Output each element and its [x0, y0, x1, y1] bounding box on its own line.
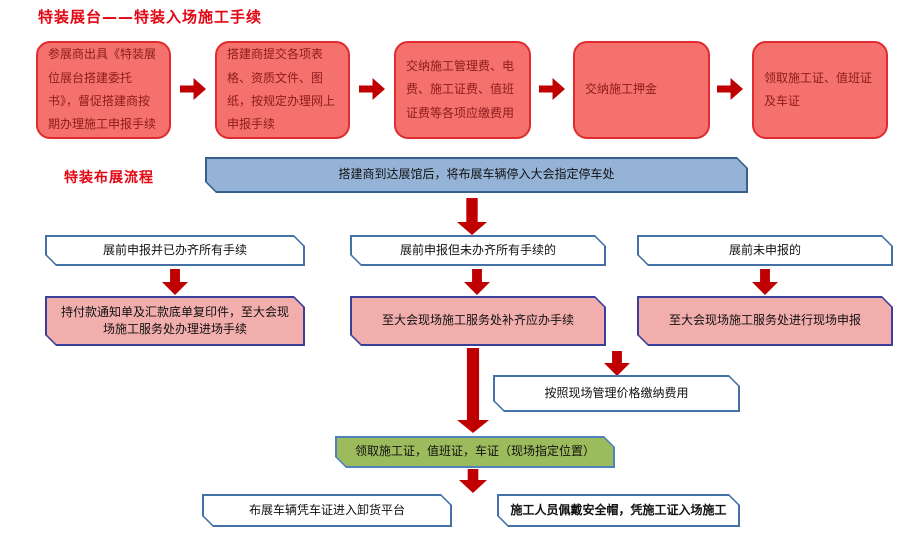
- step-label-4: 交纳施工押金: [585, 82, 658, 97]
- arrow-down-icon-branch-2: [464, 269, 490, 295]
- step-box-1: 参展商出具《特装展位展台搭建委托书》，督促搭建商按期办理施工申报手续: [36, 41, 171, 139]
- branch-action-3: 至大会现场施工服务处进行现场申报: [639, 298, 892, 345]
- step-box-2: 搭建商提交各项表格、资质文件、图纸，按规定办理网上申报手续: [215, 41, 350, 139]
- arrow-right-icon-1: [180, 78, 206, 100]
- arrow-down-icon-branch-1: [162, 269, 188, 295]
- step-label-2: 搭建商提交各项表格、资质文件、图纸，按规定办理网上申报手续: [227, 47, 336, 132]
- construction-entry-box: 施工人员佩戴安全帽，凭施工证入场施工: [497, 494, 740, 527]
- branch-condition-box-3: 展前未申报的: [637, 235, 893, 266]
- branch-action-box-1: 持付款通知单及汇款底单复印件，至大会现场施工服务处办理进场手续: [45, 296, 305, 346]
- onsite-payment-label: 按照现场管理价格缴纳费用: [495, 377, 739, 411]
- arrow-down-icon-main: [457, 198, 487, 235]
- parking-box: 搭建商到达展馆后，将布展车辆停入大会指定停车处: [205, 157, 748, 193]
- branch-condition-1: 展前申报并已办齐所有手续: [47, 237, 304, 265]
- collect-passes-label: 领取施工证，值班证，车证（现场指定位置）: [337, 438, 614, 467]
- step-label-1: 参展商出具《特装展位展台搭建委托书》，督促搭建商按期办理施工申报手续: [48, 47, 157, 132]
- branch-action-1: 持付款通知单及汇款底单复印件，至大会现场施工服务处办理进场手续: [47, 298, 304, 345]
- arrow-down-icon-final: [459, 469, 487, 493]
- unload-box: 布展车辆凭车证进入卸货平台: [202, 494, 452, 527]
- step-box-3: 交纳施工管理费、电费、施工证费、值班证费等各项应缴费用: [394, 41, 531, 139]
- branch-condition-3: 展前未申报的: [639, 237, 892, 265]
- section-label: 特装布展流程: [64, 170, 154, 186]
- arrow-down-icon-payment: [604, 351, 630, 376]
- parking-label: 搭建商到达展馆后，将布展车辆停入大会指定停车处: [207, 159, 747, 192]
- onsite-payment-box: 按照现场管理价格缴纳费用: [493, 375, 740, 412]
- arrow-right-icon-3: [539, 78, 565, 100]
- branch-condition-box-1: 展前申报并已办齐所有手续: [45, 235, 305, 266]
- construction-entry-label: 施工人员佩戴安全帽，凭施工证入场施工: [499, 496, 739, 526]
- unload-label: 布展车辆凭车证进入卸货平台: [204, 496, 451, 526]
- page-title: 特装展台——特装入场施工手续: [38, 8, 263, 26]
- branch-action-box-3: 至大会现场施工服务处进行现场申报: [637, 296, 893, 346]
- branch-action-2: 至大会现场施工服务处补齐应办手续: [352, 298, 605, 345]
- arrow-right-icon-4: [717, 78, 743, 100]
- step-label-3: 交纳施工管理费、电费、施工证费、值班证费等各项应缴费用: [406, 58, 515, 120]
- arrow-right-icon-2: [359, 78, 385, 100]
- arrow-down-icon-branch-3: [752, 269, 778, 295]
- branch-condition-box-2: 展前申报但未办齐所有手续的: [350, 235, 606, 266]
- step-box-4: 交纳施工押金: [573, 41, 710, 139]
- collect-passes-box: 领取施工证，值班证，车证（现场指定位置）: [335, 436, 615, 468]
- branch-condition-2: 展前申报但未办齐所有手续的: [352, 237, 605, 265]
- step-label-5: 领取施工证、值班证及车证: [764, 70, 873, 108]
- step-box-5: 领取施工证、值班证及车证: [752, 41, 888, 139]
- arrow-down-icon-converge: [457, 348, 489, 433]
- branch-action-box-2: 至大会现场施工服务处补齐应办手续: [350, 296, 606, 346]
